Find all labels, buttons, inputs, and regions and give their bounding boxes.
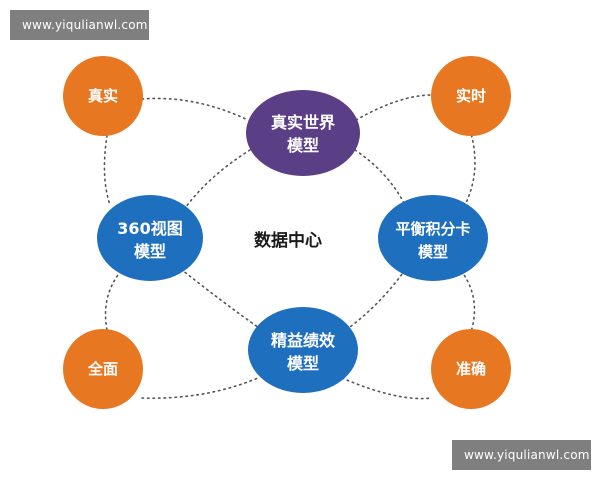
node-360-view [97,195,203,281]
connector-complete-left [104,274,119,336]
node-lean-performance [248,307,358,393]
node-real-world-line1: 真实世界 [271,113,335,132]
connector-accurate-bottom [341,377,433,400]
connector-right-bottom [345,269,406,331]
corner-circle-complete [63,329,143,409]
center-label: 数据中心 [254,230,322,251]
corner-label-realtime: 实时 [456,87,486,105]
watermark-bottom: www.yiqulianwl.com [452,440,591,470]
node-real-world [246,90,360,176]
node-lean-performance-line2: 模型 [287,354,319,373]
node-360-view-line1: 360视图 [117,219,182,238]
corner-label-complete: 全面 [87,360,118,378]
connector-realtime-top [355,94,433,121]
node-balanced-scorecard-line2: 模型 [418,243,448,261]
connector-realtime-right [464,129,476,206]
corner-circle-realtime [431,56,511,136]
connector-accurate-right [461,271,476,336]
connector-top-left [184,149,251,209]
corner-circle-accurate [431,329,511,409]
node-real-world-line2: 模型 [287,136,319,155]
corner-label-accurate: 准确 [456,360,486,378]
connector-complete-bottom [141,377,259,399]
connector-real-top [141,97,249,121]
connector-left-bottom [171,261,263,331]
corner-circle-real [63,56,143,136]
connector-top-right [354,149,406,206]
node-360-view-line2: 模型 [134,242,166,261]
node-balanced-scorecard-line1: 平衡积分卡 [395,220,470,238]
corner-label-real: 真实 [88,87,118,105]
node-lean-performance-line1: 精益绩效 [271,331,335,350]
node-balanced-scorecard [378,195,488,281]
watermark-top: www.yiqulianwl.com [10,10,149,40]
connector-real-left [103,129,111,206]
